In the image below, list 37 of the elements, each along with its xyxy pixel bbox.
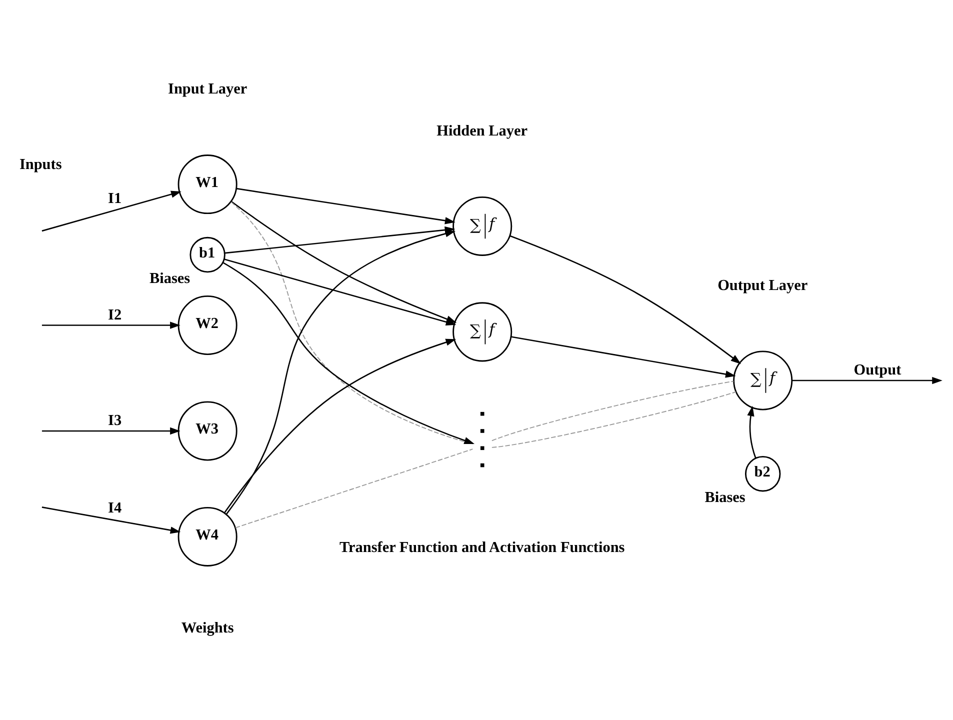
node-circle: W2 xyxy=(178,295,238,355)
connector xyxy=(491,380,734,441)
arrow xyxy=(42,426,180,434)
arrow xyxy=(42,321,180,328)
edge-label: I4 xyxy=(108,499,122,516)
label: Hidden Layer xyxy=(436,122,528,140)
arrow xyxy=(747,405,756,458)
node-circle: ∑ f xyxy=(733,350,793,410)
arrow xyxy=(42,190,182,232)
node-circle: ∑ f xyxy=(452,302,512,362)
arrow xyxy=(236,187,456,224)
node-circle: b2 xyxy=(745,455,781,492)
node-circle: W4 xyxy=(178,506,238,566)
node-label: Biases xyxy=(149,270,190,287)
edge-label: I3 xyxy=(108,412,122,429)
node-circle: ∑ f xyxy=(452,196,512,256)
edge-label: Output xyxy=(854,361,902,378)
node-label: Biases xyxy=(704,488,746,506)
arrow xyxy=(42,506,181,534)
arrow xyxy=(510,234,742,364)
node-circle: b1 xyxy=(190,236,226,272)
edge-label: I1 xyxy=(108,190,122,207)
connector xyxy=(491,390,736,448)
connector xyxy=(234,448,474,528)
arrow xyxy=(510,336,736,378)
label: Input Layer xyxy=(168,80,248,98)
arrow xyxy=(222,262,475,444)
label: Weights xyxy=(181,619,234,636)
label: Transfer Function and Activation Functions xyxy=(339,538,625,556)
label: Output Layer xyxy=(718,276,808,294)
arrow xyxy=(792,376,942,384)
node-circle: W1 xyxy=(178,154,238,214)
node-circle: W3 xyxy=(178,400,238,460)
label: Inputs xyxy=(19,155,62,172)
arrow xyxy=(224,338,456,513)
edge-label: I2 xyxy=(108,306,122,323)
connector xyxy=(230,201,473,444)
